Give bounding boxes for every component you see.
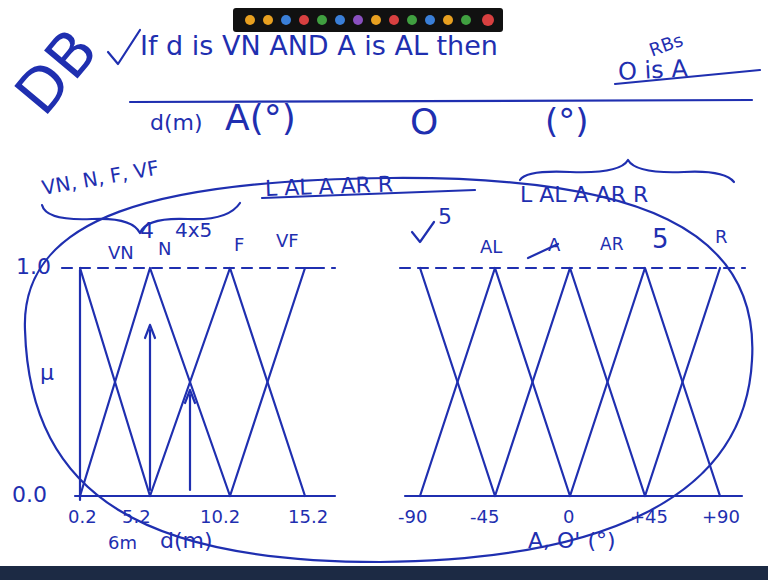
- axis-tick: -45: [470, 508, 499, 526]
- note-text: RBs: [647, 31, 685, 60]
- term-label: R: [715, 228, 728, 246]
- term-label: VN: [108, 244, 134, 262]
- axis-tick: 1.0: [16, 256, 51, 278]
- term-label: F: [234, 236, 244, 254]
- rule-text: If d is VN AND A is AL then: [140, 32, 498, 59]
- term-label: AL: [480, 238, 502, 256]
- count-label: 4: [140, 220, 154, 242]
- title-mark: DB: [5, 19, 107, 125]
- count-label: 5: [652, 226, 669, 252]
- count-label: 5: [438, 206, 452, 228]
- variable-label: A(°): [225, 100, 296, 136]
- axis-tick: 10.2: [200, 508, 240, 526]
- axis-tick: 6m: [108, 534, 137, 552]
- axis-tick: 0: [563, 508, 574, 526]
- variable-label: O: [410, 104, 438, 140]
- axis-tick: +90: [702, 508, 740, 526]
- axis-tick: -90: [398, 508, 427, 526]
- axis-tick: +45: [630, 508, 668, 526]
- variable-label: (°): [545, 104, 589, 138]
- term-list: L AL A AR R: [520, 184, 648, 206]
- struck-text: O is A: [617, 56, 688, 84]
- variable-label: d(m): [150, 112, 203, 134]
- axis-label: d(m): [160, 530, 213, 552]
- axis-label: μ: [40, 362, 54, 384]
- axis-tick: 5.2: [122, 508, 151, 526]
- term-list: L AL A AR R: [265, 174, 394, 200]
- axis-label: A, O' (°): [528, 530, 616, 552]
- term-label: N: [158, 240, 171, 258]
- axis-tick: 0.0: [12, 484, 47, 506]
- axis-tick: 0.2: [68, 508, 97, 526]
- term-label: A: [548, 236, 560, 254]
- count-label: 4x5: [175, 220, 212, 240]
- term-label: VF: [276, 232, 299, 250]
- term-list: VN, N, F, VF: [40, 158, 160, 198]
- axis-tick: 15.2: [288, 508, 328, 526]
- term-label: AR: [600, 236, 623, 253]
